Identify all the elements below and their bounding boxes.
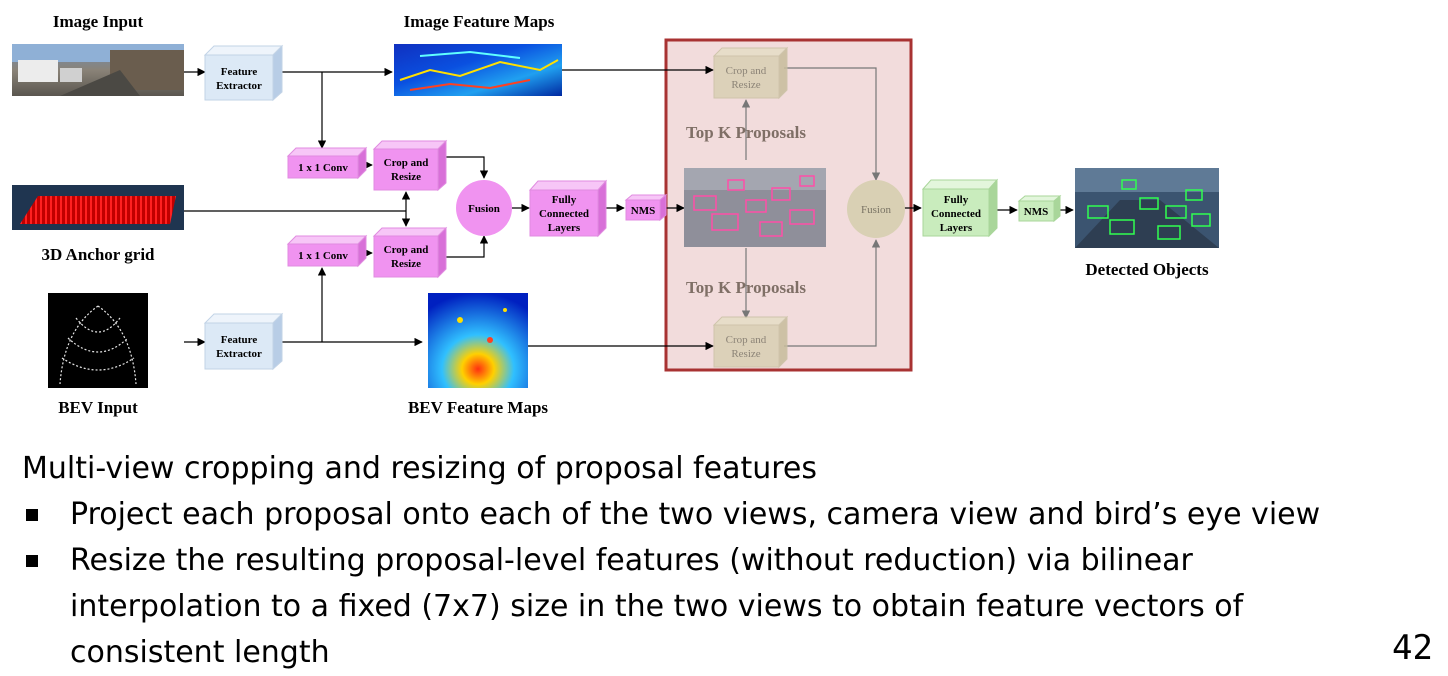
fc-2-line3: Layers	[940, 222, 973, 234]
conv-block-top: 1 x 1 Conv	[286, 146, 368, 180]
anchor-grid-label: 3D Anchor grid	[41, 245, 155, 264]
conv-top-label: 1 x 1 Conv	[298, 162, 348, 174]
top-k-label-bottom: Top K Proposals	[686, 278, 806, 297]
image-feature-maps-label: Image Feature Maps	[404, 12, 555, 31]
detected-objects-label: Detected Objects	[1085, 260, 1209, 279]
camera-image	[12, 44, 184, 96]
top-k-label-top: Top K Proposals	[686, 123, 806, 142]
bev-input-image	[48, 293, 148, 388]
slide-text: Multi-view cropping and resizing of prop…	[22, 446, 1382, 676]
conv-bottom-label: 1 x 1 Conv	[298, 250, 348, 262]
image-input-label: Image Input	[53, 12, 144, 31]
anchor-grid-image	[12, 185, 184, 230]
image-feature-map	[394, 44, 562, 96]
crop-resize-faded-top-line2: Resize	[731, 79, 760, 91]
connector-lines	[184, 65, 1074, 351]
feature-extractor-bottom-line1: Feature	[221, 334, 258, 346]
proposal-image	[684, 168, 826, 247]
crop-resize-bottom: Crop and Resize	[372, 226, 448, 279]
bullet-item: Project each proposal onto each of the t…	[22, 492, 1382, 538]
crop-resize-top-line2: Resize	[391, 171, 421, 183]
feature-extractor-bottom-line2: Extractor	[216, 348, 262, 360]
page-number: 42	[1392, 628, 1433, 668]
crop-resize-faded-top-line1: Crop and	[726, 65, 767, 77]
fusion-2-label: Fusion	[861, 204, 891, 216]
fc-1-line3: Layers	[548, 222, 581, 234]
crop-resize-faded-top: Crop and Resize	[712, 46, 789, 100]
nms-block-2: NMS	[1017, 194, 1062, 223]
crop-resize-bottom-line2: Resize	[391, 258, 421, 270]
bullet-square-icon	[26, 509, 38, 521]
nms-2-label: NMS	[1024, 206, 1048, 218]
feature-extractor-top-line2: Extractor	[216, 80, 262, 92]
fc-2-line2: Connected	[931, 208, 981, 220]
slide-heading: Multi-view cropping and resizing of prop…	[22, 451, 817, 486]
bullet-text: Project each proposal onto each of the t…	[70, 497, 1321, 532]
crop-resize-faded-bottom: Crop and Resize	[712, 315, 789, 369]
bev-feature-maps-label: BEV Feature Maps	[408, 398, 548, 417]
crop-resize-faded-bottom-line1: Crop and	[726, 334, 767, 346]
fc-2-line1: Fully	[944, 194, 969, 206]
bullet-item: Resize the resulting proposal-level feat…	[22, 538, 1382, 676]
bev-input-label: BEV Input	[58, 398, 138, 417]
fusion-node-2: Fusion	[847, 180, 905, 238]
crop-resize-top-line1: Crop and	[384, 157, 429, 169]
fusion-node-1: Fusion	[456, 180, 512, 236]
detected-objects-image	[1075, 168, 1219, 248]
bullet-text: Resize the resulting proposal-level feat…	[70, 543, 1244, 670]
bullet-square-icon	[26, 555, 38, 567]
fc-1-line2: Connected	[539, 208, 589, 220]
fc-block-2: Fully Connected Layers	[921, 178, 999, 238]
feature-extractor-top: Feature Extractor	[203, 44, 284, 102]
bev-feature-map	[428, 293, 528, 388]
architecture-diagram: Image Input 3D Anchor grid BEV Input Fea…	[12, 12, 1219, 417]
fusion-1-label: Fusion	[468, 203, 500, 215]
nms-1-label: NMS	[631, 205, 655, 217]
crop-resize-top: Crop and Resize	[372, 139, 448, 192]
crop-resize-faded-bottom-line2: Resize	[731, 348, 760, 360]
crop-resize-bottom-line1: Crop and	[384, 244, 429, 256]
nms-block-1: NMS	[624, 193, 668, 222]
fc-block-1: Fully Connected Layers	[528, 179, 608, 238]
faded-connector-lines	[741, 67, 881, 347]
conv-block-bottom: 1 x 1 Conv	[286, 234, 368, 268]
feature-extractor-top-line1: Feature	[221, 66, 258, 78]
feature-extractor-bottom: Feature Extractor	[203, 312, 284, 371]
fc-1-line1: Fully	[552, 194, 577, 206]
